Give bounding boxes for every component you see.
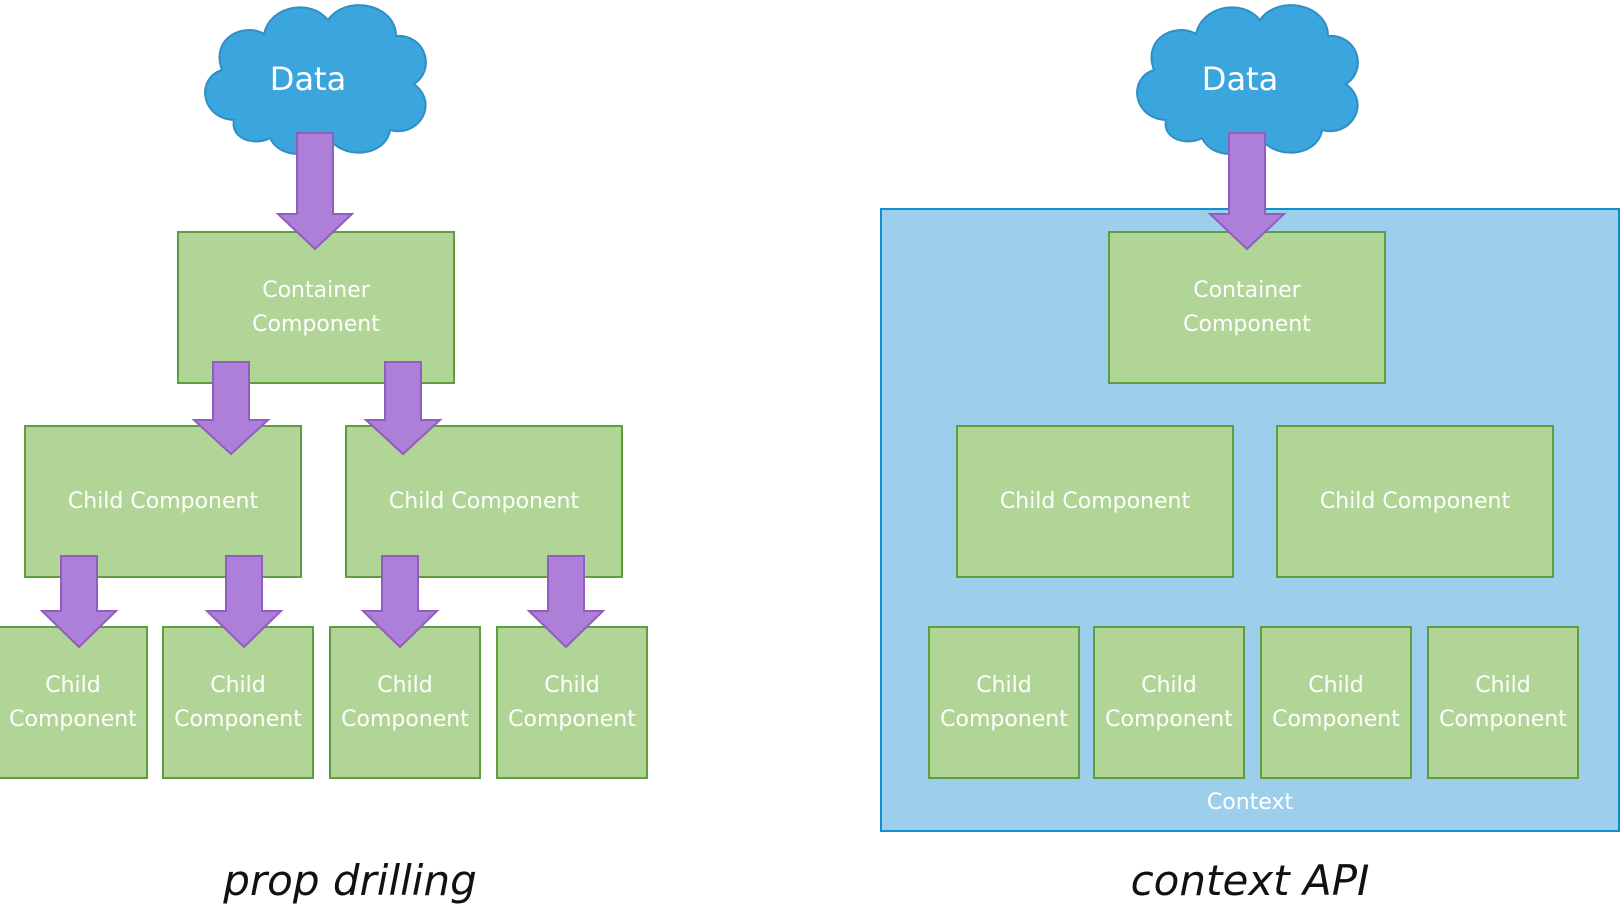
left-caption: prop drilling bbox=[223, 856, 477, 905]
left-arrow-container-to-child-1 bbox=[191, 361, 271, 456]
right-container-component: Container Component bbox=[1108, 231, 1386, 384]
left-arrow-child-2-to-gc-3 bbox=[360, 555, 440, 649]
left-child-component-2: Child Component bbox=[345, 425, 623, 578]
left-cloud-label: Data bbox=[269, 60, 347, 98]
right-caption: context API bbox=[1130, 856, 1370, 905]
context-label: Context bbox=[1206, 790, 1294, 815]
left-grandchild-component-2: Child Component bbox=[162, 626, 314, 779]
right-grandchild-component-4: Child Component bbox=[1427, 626, 1579, 779]
left-arrow-child-1-to-gc-1 bbox=[39, 555, 119, 649]
left-grandchild-component-4: Child Component bbox=[496, 626, 648, 779]
left-arrow-child-2-to-gc-4 bbox=[526, 555, 606, 649]
right-child-component-1: Child Component bbox=[956, 425, 1234, 578]
left-arrow-child-1-to-gc-2 bbox=[204, 555, 284, 649]
right-child-component-2: Child Component bbox=[1276, 425, 1554, 578]
right-arrow-data-to-container bbox=[1207, 132, 1287, 251]
left-container-component: Container Component bbox=[177, 231, 455, 384]
right-grandchild-component-3: Child Component bbox=[1260, 626, 1412, 779]
right-cloud-label: Data bbox=[1201, 60, 1279, 98]
right-grandchild-component-2: Child Component bbox=[1093, 626, 1245, 779]
left-grandchild-component-1: Child Component bbox=[0, 626, 148, 779]
left-child-component-1: Child Component bbox=[24, 425, 302, 578]
left-arrow-container-to-child-2 bbox=[363, 361, 443, 456]
right-grandchild-component-1: Child Component bbox=[928, 626, 1080, 779]
left-arrow-data-to-container bbox=[275, 132, 355, 251]
